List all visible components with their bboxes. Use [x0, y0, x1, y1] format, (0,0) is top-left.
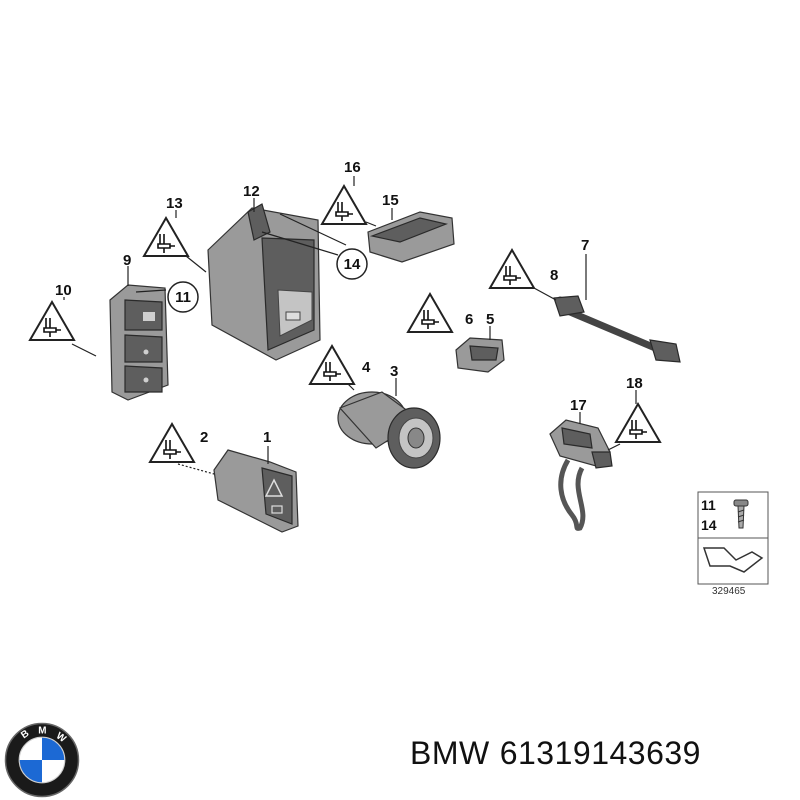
label-2: 2 — [200, 429, 208, 446]
switch-module-5 — [455, 337, 505, 373]
warning-icon-10 — [29, 301, 75, 341]
label-16: 16 — [344, 159, 361, 176]
warning-icon-8 — [489, 249, 535, 289]
warning-icon-6 — [407, 293, 453, 333]
label-8: 8 — [550, 267, 558, 284]
label-10: 10 — [55, 282, 72, 299]
label-13: 13 — [166, 195, 183, 212]
leader-lines — [63, 176, 637, 475]
label-6: 6 — [465, 311, 473, 328]
screw-icon — [733, 499, 749, 529]
label-11: 11 — [175, 289, 191, 306]
warning-icon-16 — [321, 185, 367, 225]
label-7: 7 — [581, 237, 589, 254]
window-switch-block — [109, 284, 169, 401]
hazard-switch — [213, 449, 299, 533]
circled-label-11: 11 — [167, 281, 199, 313]
label-4: 4 — [362, 359, 371, 376]
warning-icon-2 — [149, 423, 195, 463]
circled-label-14: 14 — [336, 248, 368, 280]
label-15: 15 — [382, 192, 399, 209]
bmw-logo-icon: B M W — [4, 722, 80, 798]
label-1: 1 — [263, 429, 271, 446]
warning-icon-13 — [143, 217, 189, 257]
console-switch-panel — [207, 203, 321, 361]
label-9: 9 — [123, 252, 131, 269]
part-number: 61319143639 — [499, 735, 701, 771]
label-14: 14 — [344, 256, 361, 273]
arrow-step-icon — [702, 547, 764, 573]
diagram-ref-number: 329465 — [712, 586, 746, 597]
svg-text:M: M — [38, 725, 46, 736]
warning-icon-4 — [309, 345, 355, 385]
callout-labels: 10 9 13 12 16 15 7 8 6 5 4 3 2 1 17 18 — [55, 159, 643, 446]
label-18: 18 — [626, 375, 643, 392]
label-12: 12 — [243, 183, 260, 200]
rotary-controller — [337, 391, 441, 469]
brand-name: BMW — [410, 735, 490, 771]
legend-bottom-number: 14 — [701, 517, 717, 533]
cable-assembly — [553, 295, 681, 363]
label-5: 5 — [486, 311, 494, 328]
legend-top-number: 11 — [701, 497, 716, 513]
switch-module-15 — [367, 211, 455, 263]
legend-box: 11 14 329465 — [697, 491, 769, 597]
switch-with-wire — [549, 419, 613, 531]
warning-icon-18 — [615, 403, 661, 443]
label-3: 3 — [390, 363, 398, 380]
label-17: 17 — [570, 397, 587, 414]
